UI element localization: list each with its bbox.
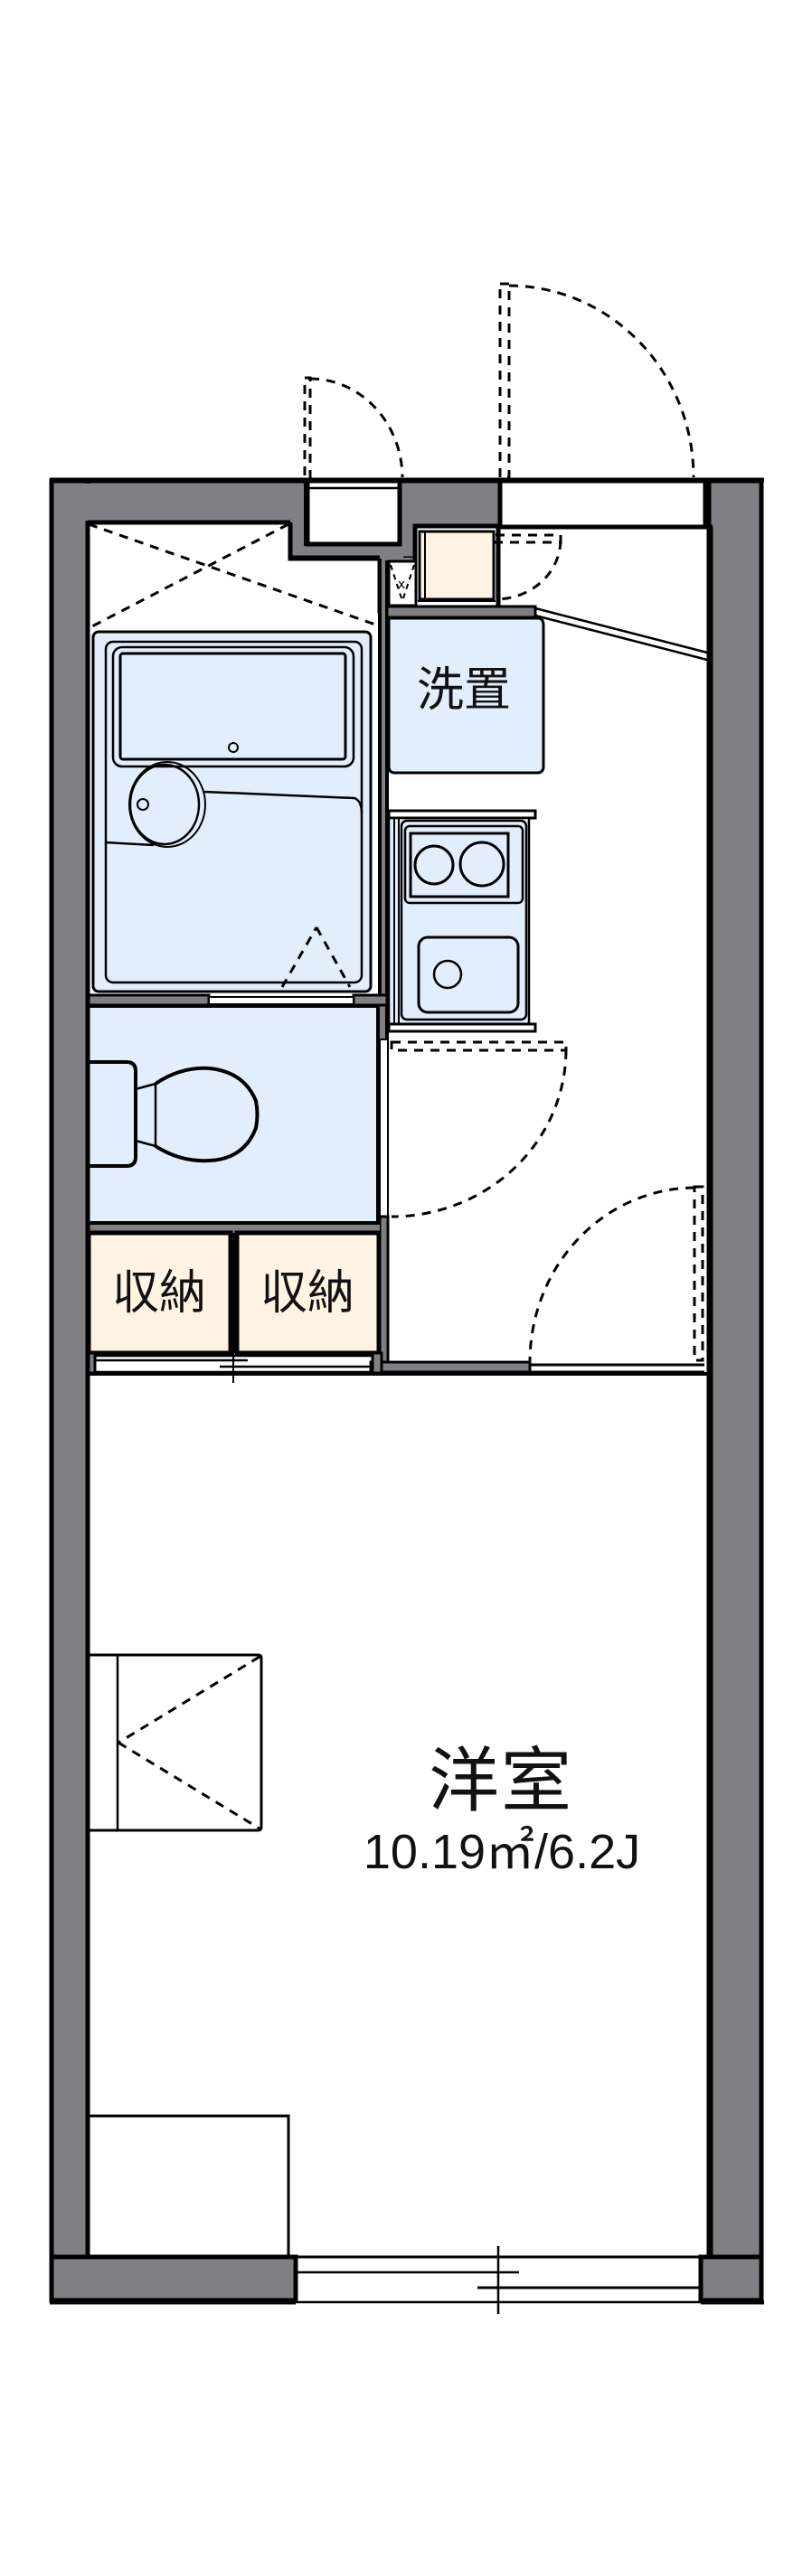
cabinet-door-arc [495,540,562,601]
built-in-box [88,2114,290,2257]
pipe-shaft: x [387,559,418,607]
storage-2-label: 収納 [260,1266,355,1321]
sink [417,935,520,1014]
upper-storage [88,522,379,630]
western-room-label: 洋室 [428,1741,574,1822]
tub-drain [228,742,239,753]
wash-basin [128,763,201,846]
niche-door-swing-arc [309,377,404,478]
entrance-door-swing-arc [508,284,695,478]
closets [86,1221,383,1383]
room-door [369,1185,704,1374]
toilet-bowl [154,1066,260,1163]
diagonal-screen [534,606,712,663]
entrance-door-leaf [498,282,511,479]
burner-left [413,844,455,886]
stove [403,824,524,905]
toilet-room [86,1004,380,1225]
washer-space [387,616,545,775]
shoe-cabinet [412,523,562,611]
washer-space-label: 洗置 [416,663,512,718]
kitchen-counter [387,809,537,1033]
burner-right [458,841,505,888]
meter-niche [303,376,404,547]
toilet-tank [88,1060,137,1168]
cabinet-door-leaf [494,533,562,544]
western-room-area: 10.19㎡/6.2J [363,1825,641,1879]
toilet-door [379,1039,568,1218]
partition-wall [385,605,537,619]
niche-door-leaf [303,376,312,480]
air-conditioner [88,1653,263,1832]
bath-toilet-partition [86,993,389,1007]
storage-1-label: 収納 [111,1266,207,1321]
top-wall-mass [54,484,498,1064]
svg-text:x: x [398,578,405,592]
entrance [497,282,713,530]
sink-drain [432,959,463,990]
western-room [85,522,713,2257]
bathroom [91,630,373,993]
balcony-window [50,2246,764,2314]
